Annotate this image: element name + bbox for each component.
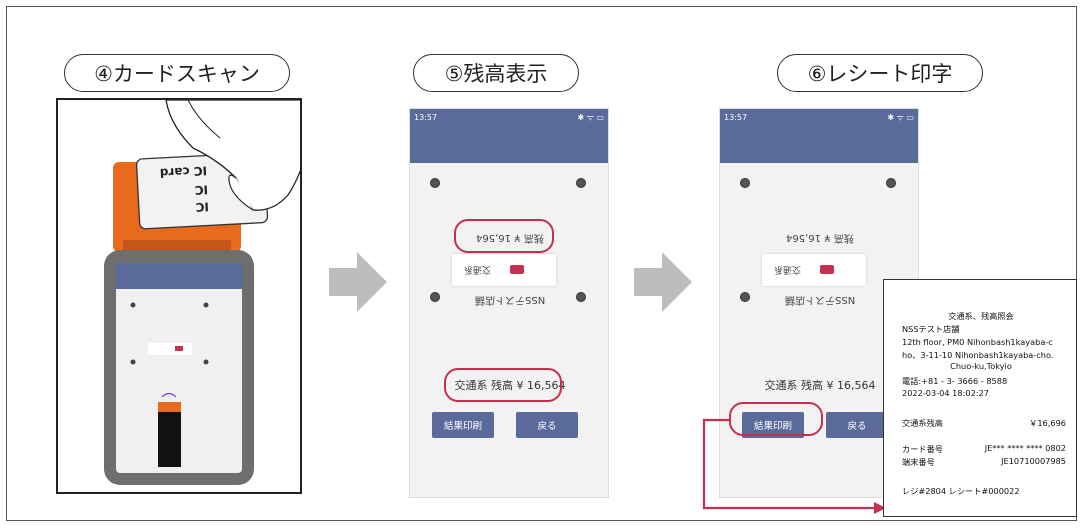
outer-frame [6,6,1077,521]
receipt-balance-value: ￥16,696 [1029,418,1066,428]
merchant-upside-text: NSSテスト店舗 [784,294,856,305]
card-logo-icon [820,265,834,274]
receipt-balance-label: 交通系残高 [902,418,943,428]
receipt-store: NSSテスト店舗 [902,324,960,334]
receipt-title: 交通系、残高照会 [948,311,1014,321]
receipt-phone: 電話:+81 - 3- 3666 - 8588 [902,376,1008,386]
highlight-balance [444,368,562,402]
receipt-datetime: 2022-03-04 18:02:27 [902,388,989,398]
status-icons: ✱ ᯤ ▭ [887,113,914,122]
status-bar: 13:57 ✱ ᯤ ▭ [410,109,608,127]
status-icons: ✱ ᯤ ▭ [577,113,604,122]
highlight-upside-balance [454,219,554,253]
balance-text: 交通系 残高 ¥ 16,564 [764,379,876,392]
screw-icon [740,178,750,188]
screw-icon [576,292,586,302]
receipt-address-2: ho、3-11-10 Nihonbash1kayaba-cho. [902,350,1054,360]
balance-upside-text: 残高 ¥ 16,564 [786,232,854,243]
card-label: 交通系 [774,264,802,274]
terminal-graphic: 残高 ¥ 16,564 交通系 NSSテスト店舗 [732,174,908,324]
receipt-terminal-label: 端末番号 [902,457,935,467]
receipt-card-no-value: JE*** **** **** 0802 [984,443,1066,453]
screw-icon [576,178,586,188]
next-arrow-icon [329,252,387,312]
next-arrow-icon [634,252,692,312]
app-header [410,127,608,163]
svg-text:IC: IC [194,182,208,197]
step4-label: ④カードスキャン [64,54,290,92]
step6-label: ⑥レシート印字 [777,54,983,92]
status-time: 13:57 [724,113,748,122]
status-bar: 13:57 ✱ ᯤ ▭ [720,109,918,127]
terminal-illustration: IC card IC IC [104,100,300,485]
receipt-register: レジ#2804 レシート#000022 [902,486,1020,496]
svg-text:IC: IC [195,199,209,214]
back-button[interactable]: 戻る [826,412,888,438]
screw-icon [886,178,896,188]
svg-text:IC card: IC card [160,164,208,180]
screw-icon [430,178,440,188]
screw-icon [430,292,440,302]
receipt-address-1: 12th floor, PM0 Nihonbash1kayaba-c [902,337,1053,347]
status-time: 13:57 [414,113,438,122]
printed-receipt: 交通系、残高照会 NSSテスト店舗 12th floor, PM0 Nihonb… [883,279,1077,517]
balance-text: 交通系 残高 ¥ 16,564 [454,379,566,392]
receipt-address-3: Chuo-ku,Tokyio [950,361,1012,371]
terminal-graphic: 残高 ¥ 16,564 交通系 NSSテスト店舗 [422,174,598,324]
card-scan-illustration: IC card IC IC [56,98,302,494]
card-label: 交通系 [464,264,492,274]
connector-arrow-icon [702,418,886,514]
ic-card-graphic: 交通系 [762,254,866,286]
step5-label: ⑤残高表示 [413,54,579,92]
print-result-button[interactable]: 結果印刷 [432,412,494,438]
back-button[interactable]: 戻る [516,412,578,438]
receipt-terminal-value: JE10710007985 [1001,456,1066,466]
ic-card-graphic: 交通系 [452,254,556,286]
card-logo-icon [510,265,524,274]
receipt-card-no-label: カード番号 [902,444,943,454]
app-header [720,127,918,163]
screw-icon [740,292,750,302]
merchant-upside-text: NSSテスト店舗 [474,294,546,305]
print-result-button[interactable]: 結果印刷 [742,412,804,438]
balance-screen: 13:57 ✱ ᯤ ▭ 残高 ¥ 16,564 交通系 NSSテスト店舗 交通系… [409,108,609,498]
